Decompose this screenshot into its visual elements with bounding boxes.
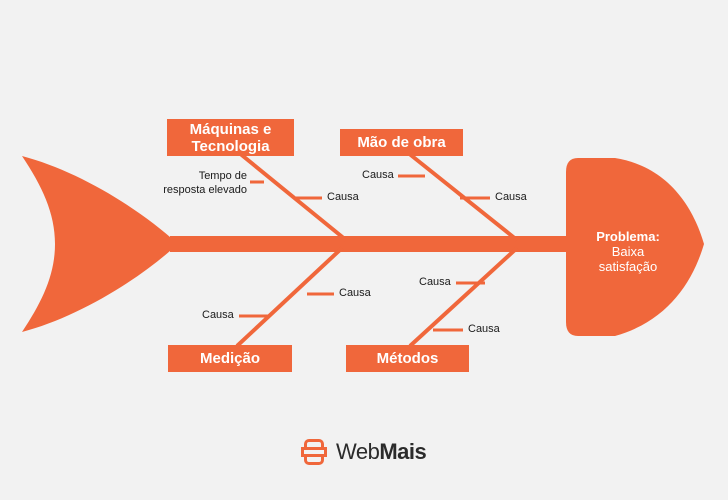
logo-text-mais: Mais	[379, 439, 427, 464]
cause-medicao-1: Causa	[202, 309, 234, 321]
category-metodos: Métodos	[346, 345, 469, 372]
bone-medicao	[235, 246, 344, 348]
category-medicao: Medição	[168, 345, 292, 372]
problem-title: Problema:	[596, 229, 660, 244]
problem-text: Baixa satisfação	[598, 244, 658, 274]
category-mao-de-obra: Mão de obra	[340, 129, 463, 156]
bone-mao-de-obra	[405, 150, 519, 242]
webmais-logo: WebMais	[298, 436, 427, 468]
bone-metodos	[408, 246, 519, 348]
fish-spine	[170, 236, 575, 252]
cause-metodos-1: Causa	[419, 276, 451, 288]
cause-metodos-2: Causa	[468, 323, 500, 335]
cause-maquinas-1: Tempo de resposta elevado	[163, 170, 247, 196]
fish-head	[566, 158, 704, 336]
cause-mao-1: Causa	[362, 169, 394, 181]
logo-text: WebMais	[336, 439, 427, 465]
cause-maquinas-2: Causa	[327, 191, 359, 203]
logo-text-web: Web	[336, 439, 380, 464]
fish-tail	[22, 156, 178, 332]
bone-maquinas	[236, 150, 348, 242]
webmais-logo-icon	[301, 439, 327, 465]
cause-mao-2: Causa	[495, 191, 527, 203]
category-maquinas: Máquinas e Tecnologia	[167, 119, 294, 156]
problem-statement: Problema: Baixa satisfação	[578, 229, 678, 274]
cause-medicao-2: Causa	[339, 287, 371, 299]
